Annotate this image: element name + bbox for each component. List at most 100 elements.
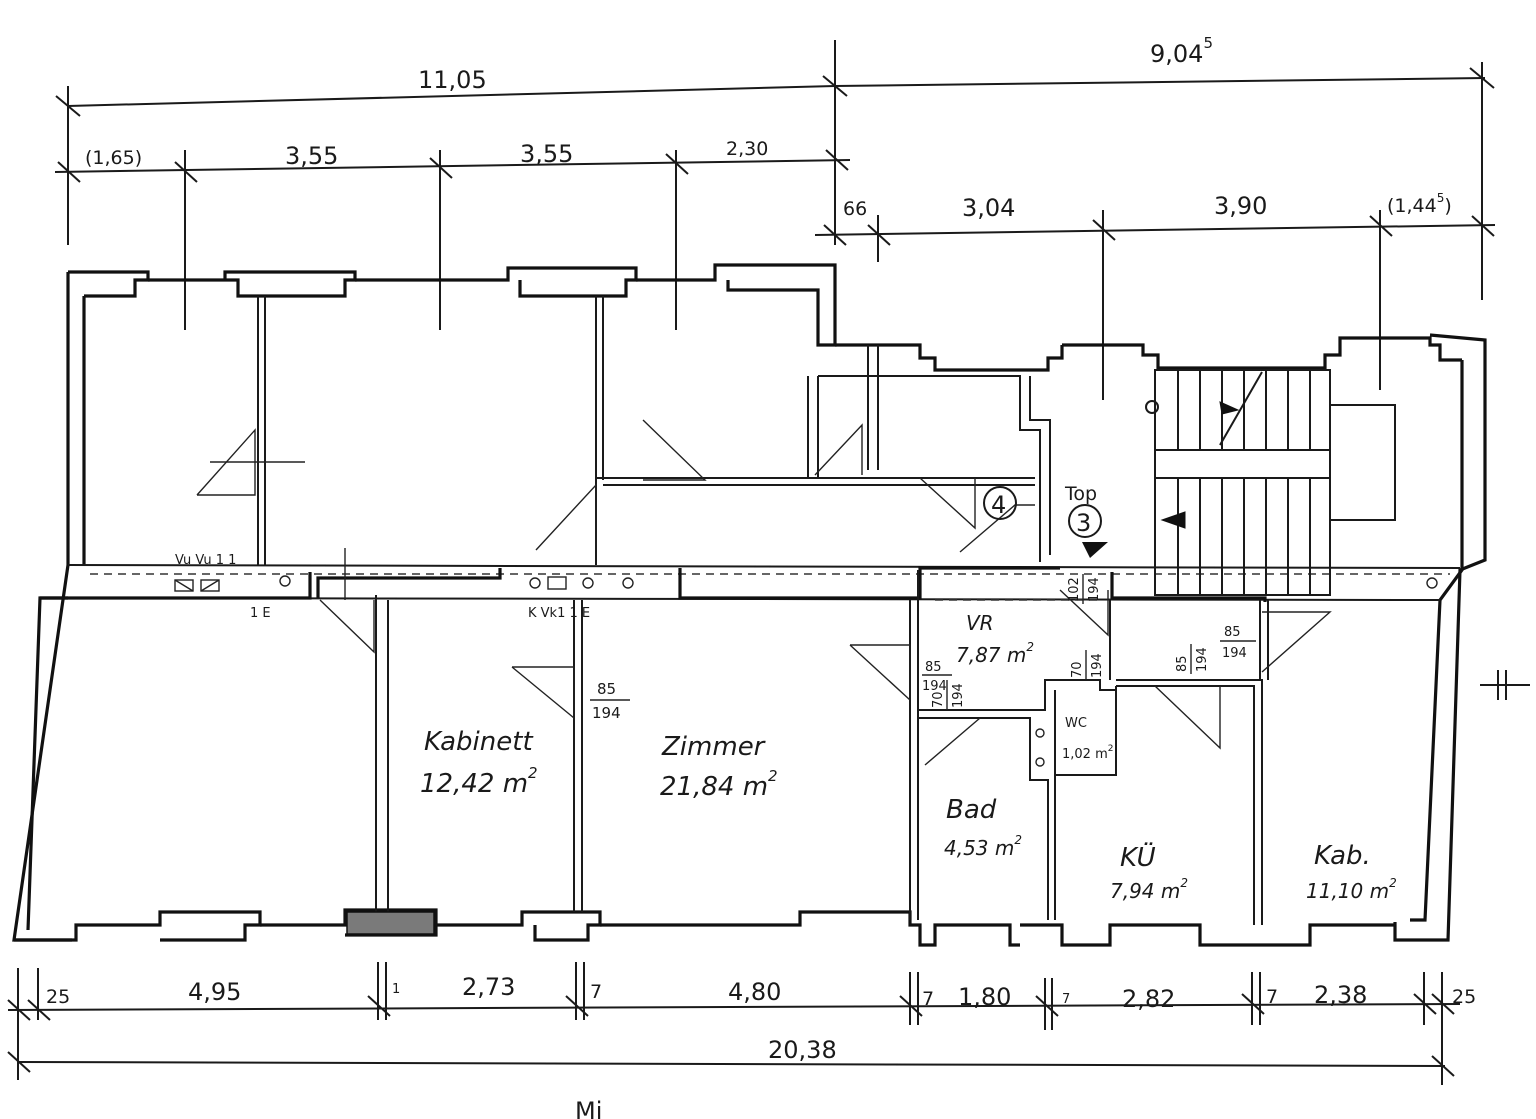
dim-bottom-seg-1: 25 [46,986,70,1008]
door-zimmer-width: 85 [597,680,616,698]
door-label-wc: 70 194 [1070,650,1105,680]
door-label-vr-top: 102 194 [1067,574,1102,604]
door-label-kueche: 85 194 [1175,644,1210,674]
door-swings [196,419,1332,766]
room-kabinett-area: 12,42 m2 [420,764,538,799]
room-kab-area-sup: 2 [1389,876,1397,890]
room-vr-area-sup: 2 [1026,640,1034,654]
top-label: Top [1064,483,1097,505]
room-bad-area-value: 4,53 m [944,836,1014,860]
dim-top-seg-2: 3,55 [285,142,338,170]
door-wc-width: 70 [1070,661,1085,678]
dim-bottom-seg-7: 7 [922,988,934,1010]
dim-top-seg-3: 3,55 [520,140,573,168]
room-kueche-name: KÜ [1120,841,1156,873]
door-vr-small-height: 194 [951,683,966,708]
dim-upper-right-seg-3: 3,90 [1214,192,1267,220]
room-zimmer-area: 21,84 m2 [660,767,778,802]
room-kueche-area-value: 7,94 m [1110,879,1180,903]
room-kab: Kab. 11,10 m2 [1306,841,1397,903]
dim-bottom-seg-11: 7 [1266,986,1278,1008]
stair-marker-4: 4 [983,486,1017,520]
door-label-kab: 85 194 [1220,625,1256,661]
room-kueche-area-sup: 2 [1180,876,1188,890]
room-kab-area: 11,10 m2 [1306,876,1397,903]
dim-total-right: 9,045 [1150,34,1213,68]
door-vr-top-height: 194 [1087,577,1102,602]
door-vr-small-width: 70 [931,691,946,708]
dim-top-seg-1: (1,65) [85,147,142,169]
room-kueche: KÜ 7,94 m2 [1110,841,1188,903]
room-bad: Bad 4,53 m2 [944,795,1022,860]
dim-bottom-seg-6: 4,80 [728,978,781,1006]
dim-bottom-seg-4: 2,73 [462,973,515,1001]
dim-top-seg-4: 2,30 [726,138,768,160]
room-wc-name: WC [1065,716,1087,731]
room-zimmer-area-sup: 2 [768,767,778,785]
room-bad-area-sup: 2 [1014,833,1022,847]
room-bad-name: Bad [946,795,997,825]
room-kab-area-value: 11,10 m [1306,879,1389,903]
dim-bottom-seg-12: 2,38 [1314,981,1367,1009]
bottom-dimension-lines [7,670,1530,1085]
room-wc: WC 1,02 m2 [1062,716,1113,762]
room-vr-name: VR [966,611,994,635]
room-wc-area: 1,02 m2 [1062,744,1113,762]
door-label-zimmer: 85 194 [590,680,630,722]
installation-mid-bottom: K Vk1 1 E [528,606,590,621]
dim-total-right-sup: 5 [1203,34,1213,52]
stair-marker-4-text: 4 [991,491,1006,519]
room-kabinett-name: Kabinett [424,727,533,757]
room-vr-area: 7,87 m2 [956,640,1034,667]
door-label-vr-left: 85 194 [922,660,952,694]
dim-total-right-value: 9,04 [1150,40,1203,68]
room-kab-name: Kab. [1314,841,1371,871]
dim-bottom-seg-5: 7 [590,981,602,1003]
footer-title-partial: Mi [575,1097,602,1119]
room-kabinett-area-sup: 2 [528,764,538,782]
door-kab-height: 194 [1222,646,1247,661]
installation-left-bottom: 1 E [250,606,271,621]
dim-upper-right-last-close: ) [1444,195,1451,217]
door-kab-width: 85 [1224,625,1241,640]
room-vr: VR 7,87 m2 [956,611,1034,667]
top-dimension-lines [54,40,1496,400]
door-kueche-height: 194 [1195,647,1210,672]
door-zimmer-height: 194 [592,704,621,722]
dim-bottom-seg-2: 4,95 [188,978,241,1006]
room-zimmer-name: Zimmer [661,732,767,762]
dim-bottom-seg-10: 2,82 [1122,985,1175,1013]
door-vr-left-width: 85 [925,660,942,675]
stair-marker-3: 3 [1068,504,1102,538]
staircase [1145,369,1396,596]
room-wc-area-value: 1,02 m [1062,747,1108,762]
dim-bottom-seg-9: 7 [1062,992,1070,1007]
room-kabinett-area-value: 12,42 m [420,769,528,799]
room-zimmer-area-value: 21,84 m [660,772,768,802]
dim-bottom-seg-3: 1 [392,982,400,997]
room-kabinett: Kabinett 12,42 m2 [420,727,538,799]
room-wc-area-sup: 2 [1108,744,1114,754]
dim-total-left: 11,05 [418,66,487,94]
dim-bottom-total: 20,38 [768,1036,837,1064]
door-label-vr-small: 70 194 [931,680,966,710]
door-kueche-width: 85 [1175,655,1190,672]
door-vr-top-width: 102 [1067,577,1082,602]
room-bad-area: 4,53 m2 [944,833,1022,860]
dim-bottom-seg-13: 25 [1452,986,1476,1008]
installation-left-top: Vu Vu 1 1 [175,553,236,568]
stair-marker-3-text: 3 [1076,509,1091,537]
door-wc-height: 194 [1090,653,1105,678]
dim-upper-right-seg-2: 3,04 [962,194,1015,222]
chimney-markers [174,542,1438,935]
outer-walls [12,263,1487,947]
dim-upper-right-last-sup: 5 [1437,191,1445,205]
room-vr-area-value: 7,87 m [956,643,1026,667]
door-vr-left-height: 194 [922,679,947,694]
room-kueche-area: 7,94 m2 [1110,876,1188,903]
room-zimmer: Zimmer 21,84 m2 [660,732,778,802]
dim-bottom-seg-8: 1,80 [958,983,1011,1011]
dim-upper-right-last-value: (1,44 [1387,195,1437,217]
dim-upper-right-last: (1,445) [1387,191,1452,217]
